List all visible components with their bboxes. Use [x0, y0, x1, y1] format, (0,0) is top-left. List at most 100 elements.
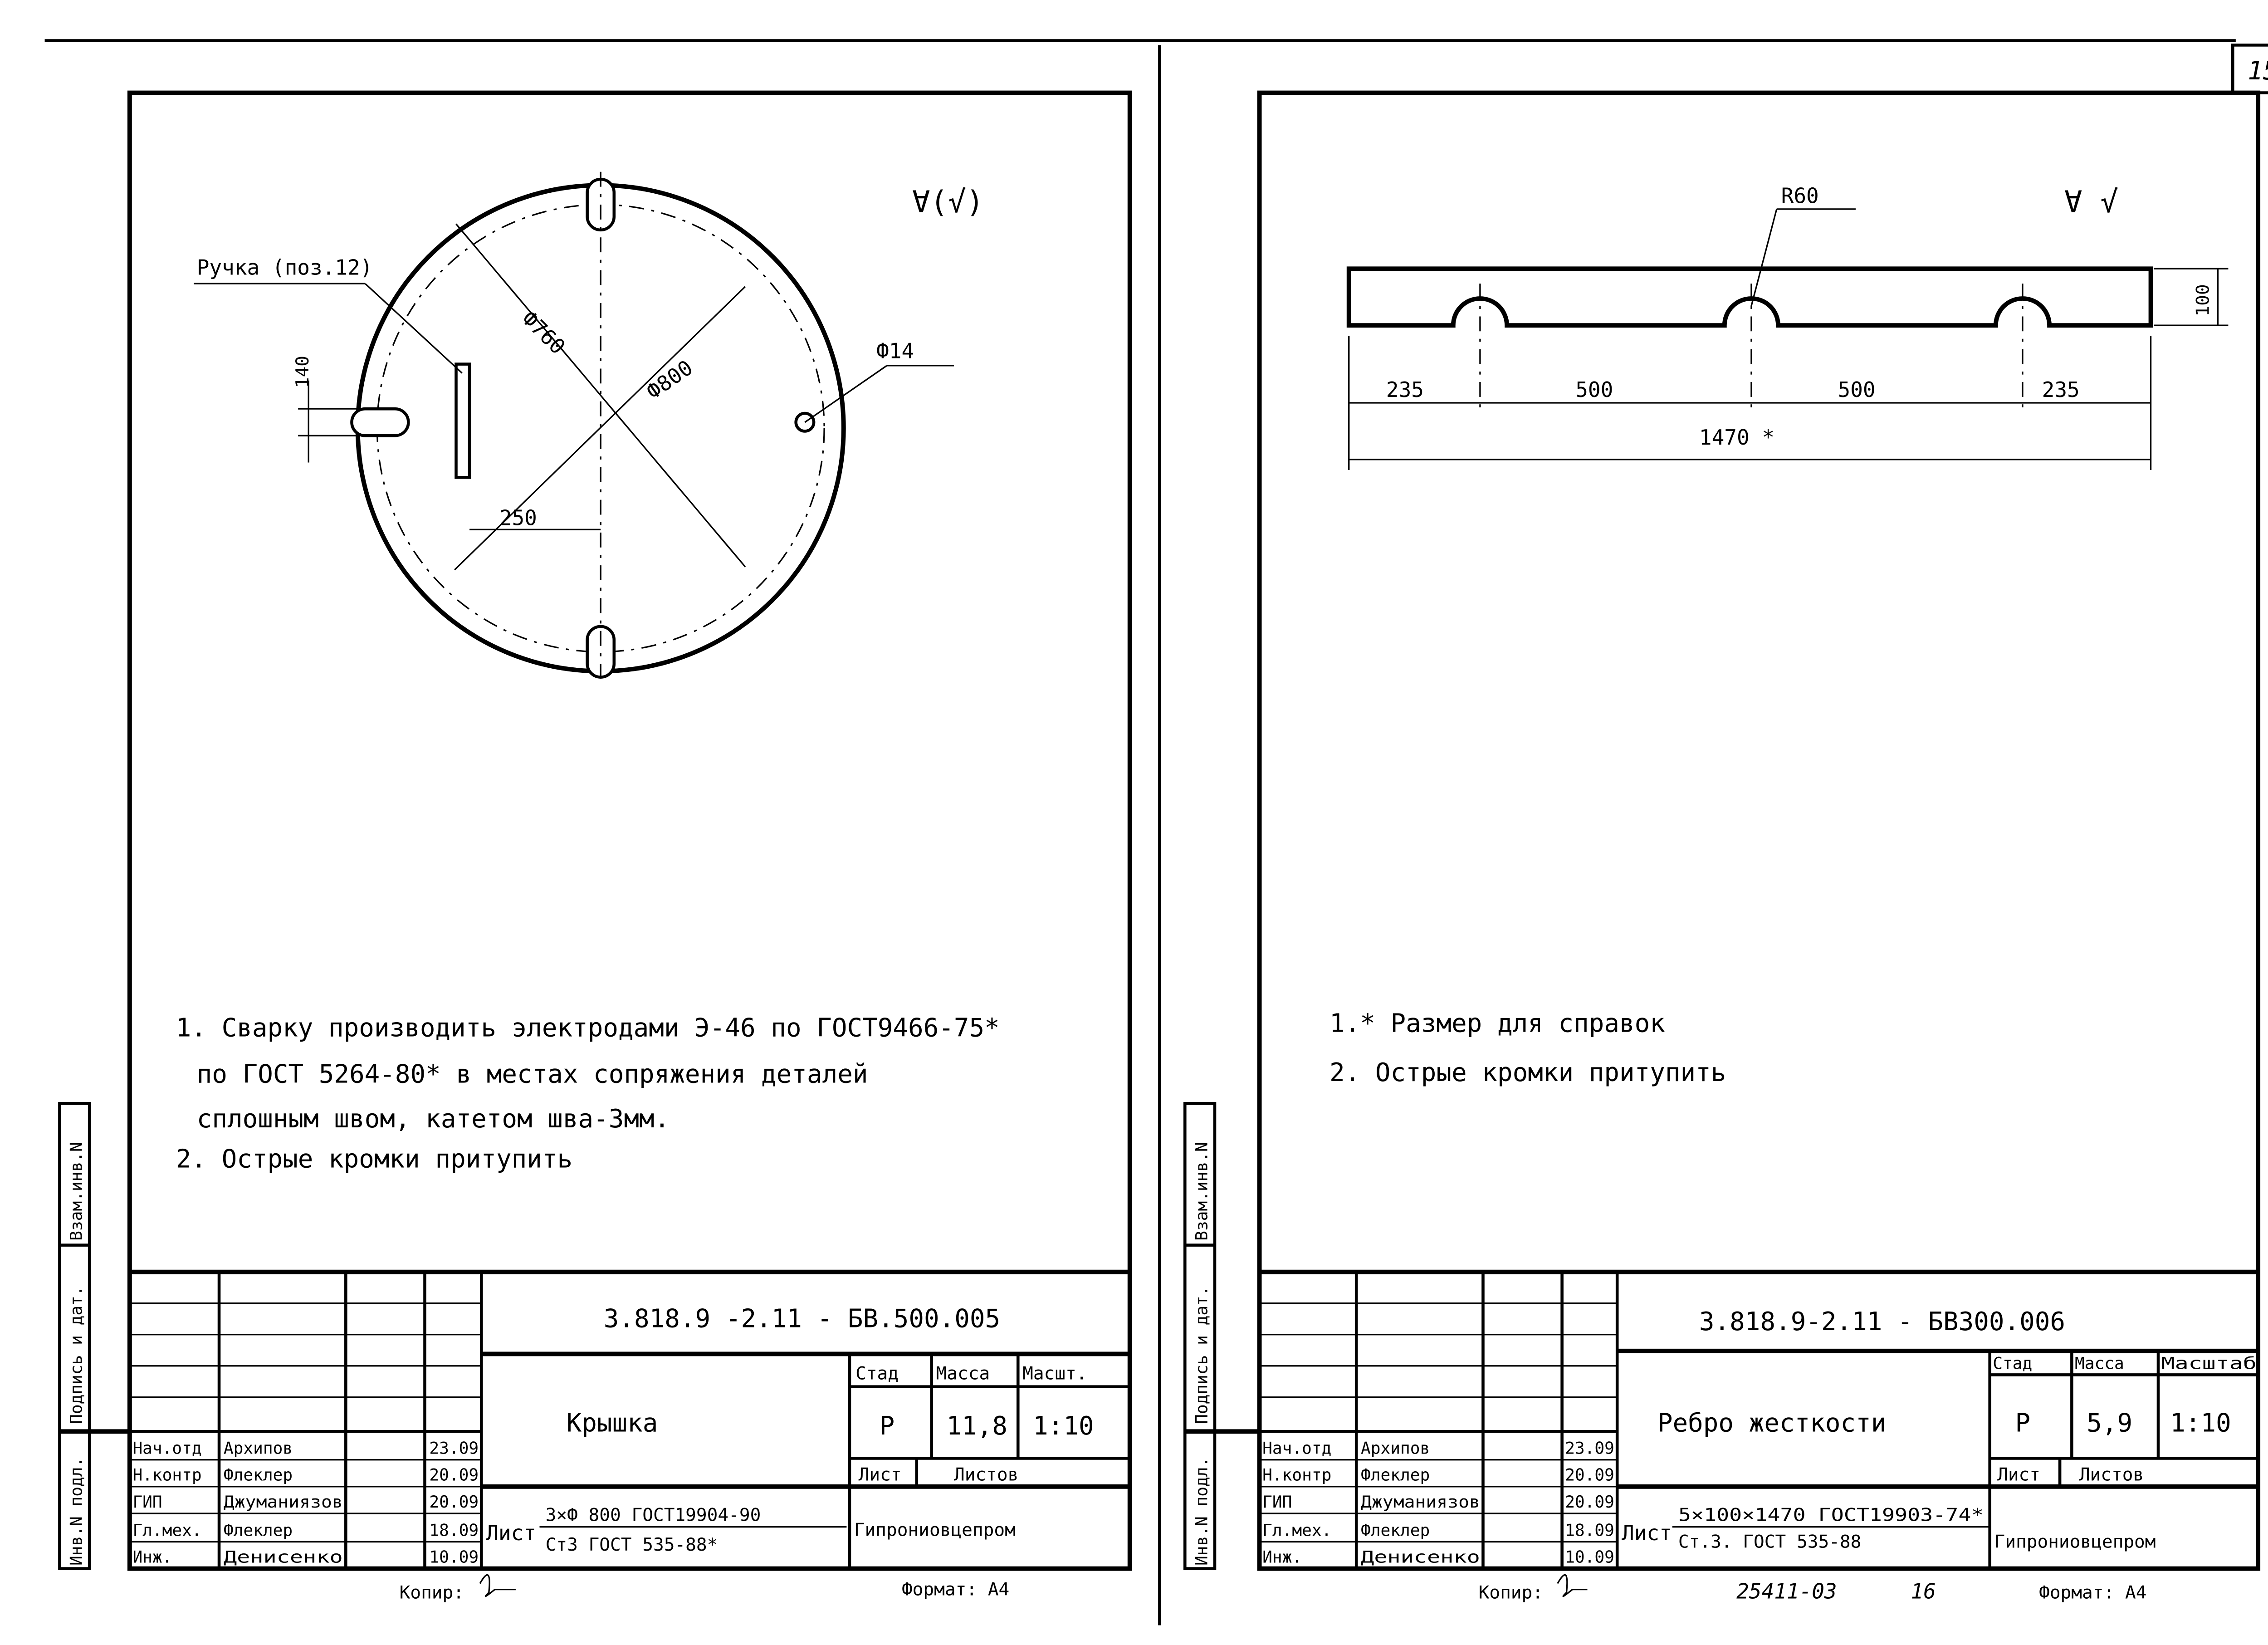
staff-name: Денисенко [1361, 1547, 1480, 1567]
dim-d760: Ф760 [517, 306, 570, 359]
material-grade: Ст3 ГОСТ 535-88* [546, 1534, 718, 1555]
surface-finish-mark: ∀ √ [2064, 185, 2118, 219]
side-label: Взам.инв.N [67, 1142, 86, 1241]
page-number: 15 [2248, 56, 2268, 86]
note-line: 1.* Размер для справок [1330, 1009, 1665, 1038]
side-label: Подпись и дат. [1192, 1286, 1212, 1424]
value-mass: 5,9 [2087, 1408, 2132, 1438]
staff-role: Н.контр [1262, 1465, 1331, 1485]
staff-role: Нач.отд [1262, 1439, 1331, 1458]
staff-role: Инж. [132, 1547, 172, 1567]
right-side-strip: Инв.N подл. Подпись и дат. Взам.инв.N [1183, 1102, 1260, 1570]
staff-date: 23.09 [1565, 1439, 1614, 1458]
radius-label: R60 [1781, 184, 1819, 208]
hole-d14 [794, 411, 816, 433]
header-stage: Стад [1993, 1353, 2032, 1373]
value-scale: 1:10 [2170, 1408, 2231, 1438]
side-label: Взам.инв.N [1192, 1142, 1212, 1241]
staff-date: 10.09 [429, 1547, 479, 1567]
dim-offset: 250 [499, 505, 537, 530]
staff-date: 20.09 [1565, 1492, 1614, 1512]
side-label: Подпись и дат. [67, 1286, 86, 1424]
dim-mid2: 500 [1838, 377, 1876, 402]
staff-role: ГИП [1262, 1492, 1292, 1512]
staff-name: Архипов [1361, 1439, 1430, 1458]
sheets-label: Листов [2079, 1464, 2144, 1485]
dim-d800: Ф800 [642, 355, 697, 404]
staff-role: Н.контр [132, 1465, 201, 1485]
right-sheet: ∀ √ R60 100 235 500 500 235 1470 * 1.* Р… [1183, 90, 2261, 1603]
value-stage: Р [880, 1411, 895, 1441]
right-frame [1257, 90, 2261, 1571]
staff-role: Гл.мех. [1262, 1520, 1331, 1540]
archive-page: 16 [1911, 1579, 1936, 1603]
staff-date: 20.09 [429, 1492, 479, 1512]
note-line: сплошным швом, катетом шва-3мм. [197, 1104, 670, 1134]
dim-height: 100 [2193, 284, 2214, 316]
copied-by: Копир: [1479, 1582, 1543, 1603]
sheets-label: Листов [954, 1464, 1018, 1485]
staff-date: 18.09 [1565, 1520, 1614, 1540]
staff-list: Нач.отд Архипов 23.09 Н.контр Флеклер 20… [132, 1439, 479, 1567]
sheet-label: Лист [1997, 1464, 2040, 1485]
header-mass: Масса [2075, 1353, 2124, 1373]
staff-name: Флеклер [1361, 1520, 1430, 1540]
left-sheet: ∀(√) Ручка (поз.12) Ф760 Ф800 Ф14 140 [58, 90, 1132, 1603]
lid-drawing: Ручка (поз.12) Ф760 Ф800 Ф14 140 250 [194, 171, 954, 686]
value-stage: Р [2015, 1408, 2031, 1438]
value-mass: 11,8 [947, 1411, 1008, 1441]
handle-label: Ручка (поз.12) [197, 255, 373, 279]
staff-name: Архипов [224, 1439, 293, 1458]
left-side-strip: Инв.N подл. Подпись и дат. Взам.инв.N [58, 1102, 130, 1570]
rib-drawing: R60 100 235 500 500 235 1470 * [1346, 184, 2229, 470]
side-label: Инв.N подл. [67, 1457, 86, 1566]
staff-role: Гл.мех. [132, 1520, 201, 1540]
drawing-code: 3.818.9-2.11 - БВ300.006 [1699, 1307, 2065, 1337]
note-line: 2. Острые кромки притупить [1330, 1058, 1726, 1087]
archive-number: 25411-03 [1736, 1579, 1837, 1603]
sheet-format: Формат: А4 [902, 1579, 1009, 1600]
staff-name: Джуманиязов [224, 1492, 343, 1512]
header-scale: Масштаб [2161, 1353, 2257, 1373]
staff-list: Нач.отд Архипов 23.09 Н.контр Флеклер 20… [1262, 1439, 1614, 1567]
copier-signature [479, 1574, 516, 1597]
surface-finish-mark: ∀(√) [912, 185, 984, 219]
right-notes: 1.* Размер для справок 2. Острые кромки … [1330, 1009, 1726, 1087]
staff-name: Флеклер [224, 1520, 293, 1540]
handle [455, 362, 471, 479]
material-grade: Ст.3. ГОСТ 535-88 [1678, 1532, 1861, 1552]
dim-right: 235 [2042, 377, 2080, 402]
staff-name: Флеклер [224, 1465, 293, 1485]
part-name: Ребро жесткости [1657, 1408, 1886, 1438]
staff-role: Нач.отд [132, 1439, 201, 1458]
staff-date: 20.09 [1565, 1465, 1614, 1485]
note-line: 2. Острые кромки притупить [176, 1145, 572, 1174]
dim-d14: Ф14 [876, 338, 914, 363]
right-title-block: 3.818.9-2.11 - БВ300.006 Ребро жесткости… [1259, 1269, 2258, 1569]
staff-role: Инж. [1262, 1547, 1302, 1567]
note-line: по ГОСТ 5264-80* в местах сопряжения дет… [197, 1059, 868, 1089]
dim-slot: 140 [292, 356, 313, 388]
material-profile: 5×100×1470 ГОСТ19903-74* [1678, 1504, 1984, 1525]
material-prefix: Лист [1622, 1521, 1672, 1545]
dim-total: 1470 * [1699, 425, 1774, 450]
copier-signature [1557, 1574, 1588, 1597]
side-label: Инв.N подл. [1192, 1457, 1212, 1566]
header-mass: Масса [936, 1363, 990, 1384]
sheet-format: Формат: А4 [2039, 1582, 2146, 1603]
drawing-code: 3.818.9 -2.11 - БВ.500.005 [604, 1304, 1000, 1333]
staff-name: Флеклер [1361, 1465, 1430, 1485]
staff-role: ГИП [132, 1492, 162, 1512]
staff-date: 10.09 [1565, 1547, 1614, 1567]
left-frame [127, 90, 1132, 1571]
left-title-block: 3.818.9 -2.11 - БВ.500.005 Крышка Стад М… [129, 1269, 1130, 1569]
material-profile: 3×Ф 800 ГОСТ19904-90 [546, 1504, 761, 1525]
organization: Гипрониовцепром [1994, 1532, 2156, 1552]
copied-by: Копир: [400, 1582, 464, 1603]
staff-date: 18.09 [429, 1520, 479, 1540]
organization: Гипрониовцепром [854, 1519, 1016, 1540]
staff-date: 23.09 [429, 1439, 479, 1458]
staff-name: Джуманиязов [1361, 1492, 1480, 1512]
note-line: 1. Сварку производить электродами Э-46 п… [176, 1013, 1000, 1043]
